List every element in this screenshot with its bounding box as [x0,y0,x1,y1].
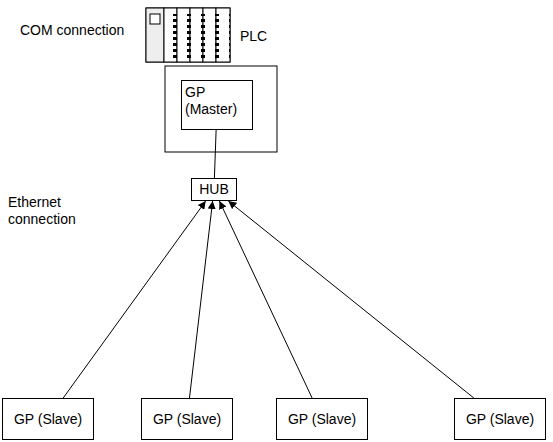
device-box: GP (Slave) [141,398,233,440]
caption-label: COM connection [20,22,150,39]
plc-rack [146,8,230,62]
node-text: GP (Slave) [153,411,221,428]
caption-label: Ethernet connection [8,194,86,228]
node-text: GP (Slave) [14,411,82,428]
node-text: GP (Master) [185,84,249,118]
device-box: GP (Slave) [2,398,94,440]
node-text: GP (Slave) [288,411,356,428]
connector-arrow [63,201,205,398]
connector-arrow [189,201,212,398]
device-box: GP (Master) [181,80,253,130]
node-text: HUB [199,181,229,198]
connector-arrow [228,201,473,398]
node-text: GP (Slave) [466,411,534,428]
device-box: GP (Slave) [454,398,546,440]
gp-housing [165,66,277,152]
hub-box: HUB [191,178,237,201]
caption-label: PLC [240,28,300,45]
device-box: GP (Slave) [276,398,368,440]
connector-line [214,130,216,178]
